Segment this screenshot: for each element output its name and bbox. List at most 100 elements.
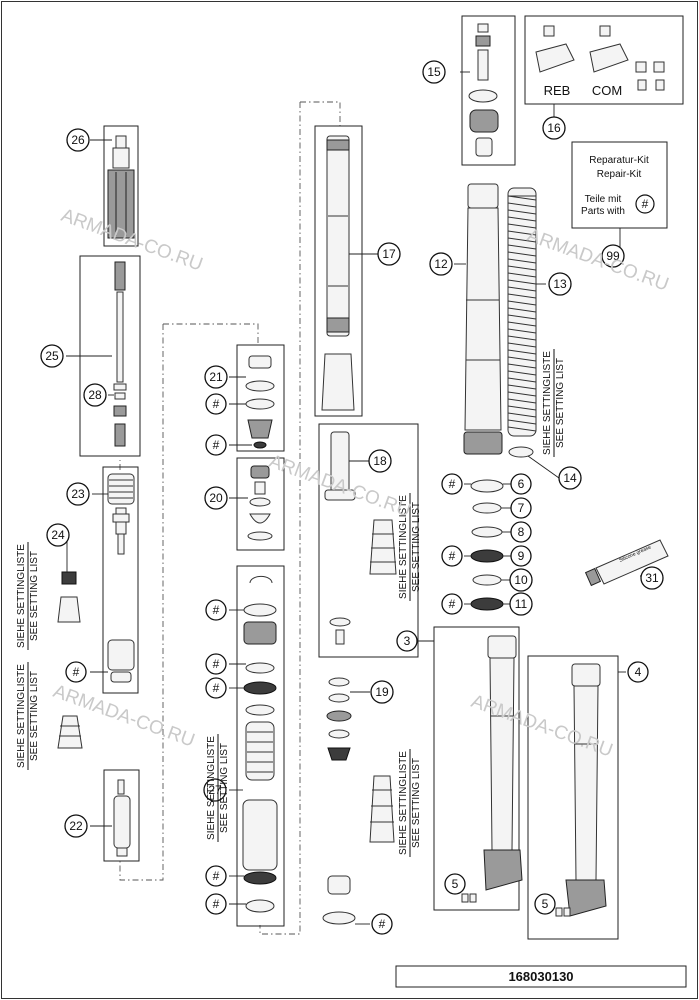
- callout-circle: [558, 466, 582, 490]
- callout-circle: [444, 873, 466, 895]
- callout-circle: [83, 383, 107, 407]
- callout-number: #: [213, 869, 220, 883]
- callout-number: #: [213, 397, 220, 411]
- callout-circle: [548, 272, 572, 296]
- callout-hash-i: #: [371, 913, 393, 935]
- callout-hash-j: #: [441, 473, 463, 495]
- callout-number: #: [449, 597, 456, 611]
- callout-5a: 5: [444, 873, 466, 895]
- part-23-valve-spring: [107, 473, 135, 555]
- setting-note-d: SIEHE SETTINGLISTE SEE SETTING LIST: [398, 493, 422, 601]
- callout-circle: [205, 677, 227, 699]
- callout-circle: [66, 482, 90, 506]
- callout-number: #: [449, 549, 456, 563]
- callout-10: 10: [509, 568, 533, 592]
- callout-number: 28: [88, 388, 102, 402]
- part-20-check-valve: [247, 465, 273, 541]
- part-14-spring-seat: [508, 446, 534, 458]
- callout-number: #: [213, 681, 220, 695]
- setting-note-b-line2: SEE SETTING LIST: [29, 671, 40, 761]
- part-27-damper-cartridge: [242, 575, 278, 913]
- callout-circle: [396, 630, 418, 652]
- callout-22: 22: [64, 814, 88, 838]
- callout-circle: [368, 449, 392, 473]
- callout-15: 15: [422, 60, 446, 84]
- drawing-number-box: [395, 965, 687, 988]
- callout-circle: [510, 497, 532, 519]
- callout-circle: [441, 593, 463, 615]
- callout-number: 9: [518, 549, 525, 563]
- callout-20: 20: [204, 486, 228, 510]
- part-13-spring: [507, 187, 537, 437]
- callout-circle: [371, 913, 393, 935]
- assembly-dash-lines: [119, 101, 341, 935]
- part-4-fork-leg: [555, 663, 607, 917]
- callout-number: 14: [563, 471, 577, 485]
- callout-circle: [64, 814, 88, 838]
- callout-hash-d: #: [205, 599, 227, 621]
- part-25-piston-rod: [113, 261, 127, 447]
- drawing-number: 168030130: [508, 969, 573, 984]
- callout-hash-f: #: [205, 677, 227, 699]
- callout-5b: 5: [534, 893, 556, 915]
- part-16-adjuster-kit: [535, 25, 665, 91]
- callout-number: #: [213, 603, 220, 617]
- callout-21: 21: [204, 365, 228, 389]
- callout-number: #: [449, 477, 456, 491]
- callout-14: 14: [558, 466, 582, 490]
- part-19-valve-stack: [322, 677, 395, 925]
- setting-note-b-line1: SIEHE SETTINGLISTE: [16, 664, 27, 768]
- callout-number: 11: [515, 597, 528, 611]
- callout-hash-k: #: [441, 545, 463, 567]
- callout-hash-l: #: [441, 593, 463, 615]
- callout-circle: [510, 521, 532, 543]
- callout-number: 16: [547, 121, 561, 135]
- callout-number: 12: [434, 257, 448, 271]
- watermark-2: ARMADA-CO.RU: [524, 225, 671, 296]
- callout-number: 26: [71, 133, 85, 147]
- callout-circle: [542, 116, 566, 140]
- callout-hash-h: #: [205, 893, 227, 915]
- callout-circle: [40, 344, 64, 368]
- callout-7: 7: [510, 497, 532, 519]
- callout-19: 19: [370, 680, 394, 704]
- part-damper-bellows: [57, 715, 83, 749]
- part-15-adjuster: [468, 23, 499, 157]
- callout-circle: [640, 566, 664, 590]
- callout-circle: [509, 568, 533, 592]
- callout-circle: [441, 545, 463, 567]
- callout-26: 26: [66, 128, 90, 152]
- callout-17: 17: [377, 242, 401, 266]
- callout-23: 23: [66, 482, 90, 506]
- callout-24: 24: [46, 523, 70, 547]
- callout-8: 8: [510, 521, 532, 543]
- callout-27: 27: [203, 778, 227, 802]
- callout-9: 9: [510, 545, 532, 567]
- kit-com-label: COM: [592, 83, 622, 98]
- callout-number: 5: [452, 877, 459, 891]
- callout-6: 6: [510, 473, 532, 495]
- callout-31: 31: [640, 566, 664, 590]
- callout-number: #: [213, 438, 220, 452]
- callout-number: #: [73, 665, 80, 679]
- callout-hash-c: #: [205, 434, 227, 456]
- callout-25: 25: [40, 344, 64, 368]
- callout-number: 21: [209, 370, 223, 384]
- callout-circle: [205, 393, 227, 415]
- part-26-cartridge-head: [107, 135, 135, 239]
- callout-12: 12: [429, 252, 453, 276]
- callout-circle: [422, 60, 446, 84]
- callout-circle: [509, 592, 533, 616]
- part-3-fork-leg: [461, 635, 523, 903]
- setting-note-a-line1: SIEHE SETTINGLISTE: [16, 544, 27, 648]
- callout-circle: [204, 365, 228, 389]
- callout-hash-g: #: [205, 865, 227, 887]
- callout-number: 7: [518, 501, 525, 515]
- setting-note-c-line1: SIEHE SETTINGLISTE: [206, 736, 217, 840]
- callout-number: #: [379, 917, 386, 931]
- callout-number: 23: [71, 487, 85, 501]
- callout-circle: [65, 661, 87, 683]
- callout-4: 4: [627, 661, 649, 683]
